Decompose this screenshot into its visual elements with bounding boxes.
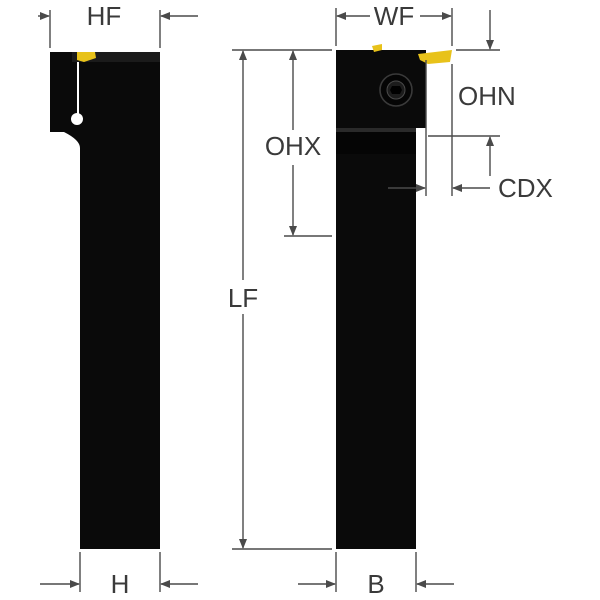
cdx-dimension: CDX	[388, 60, 553, 203]
wf-label: WF	[374, 1, 414, 31]
ohx-dimension: OHX	[265, 50, 332, 237]
front-view-shank	[336, 50, 416, 549]
b-dimension: B	[298, 552, 454, 599]
h-dimension: H	[40, 552, 198, 599]
side-view-hole	[71, 113, 83, 125]
front-view-band-dark	[336, 132, 416, 154]
lf-dimension: LF	[228, 49, 332, 550]
front-view-band	[336, 128, 416, 132]
h-label: H	[111, 569, 130, 599]
side-view-head-edge	[72, 52, 160, 62]
ohx-label: OHX	[265, 131, 321, 161]
side-view-insert	[77, 52, 96, 62]
side-view	[50, 52, 160, 549]
ohn-label: OHN	[458, 81, 516, 111]
clamp-screw-icon	[379, 73, 413, 107]
b-label: B	[367, 569, 384, 599]
front-view-head	[416, 50, 426, 128]
wf-dimension: WF	[335, 1, 453, 46]
ohn-dimension: OHN	[428, 10, 516, 176]
hf-label: HF	[87, 1, 122, 31]
cdx-label: CDX	[498, 173, 553, 203]
hf-dimension: HF	[38, 1, 198, 48]
front-view	[336, 44, 452, 549]
lf-label: LF	[228, 283, 258, 313]
front-view-insert-tip	[372, 44, 382, 52]
side-view-shank	[50, 52, 160, 549]
